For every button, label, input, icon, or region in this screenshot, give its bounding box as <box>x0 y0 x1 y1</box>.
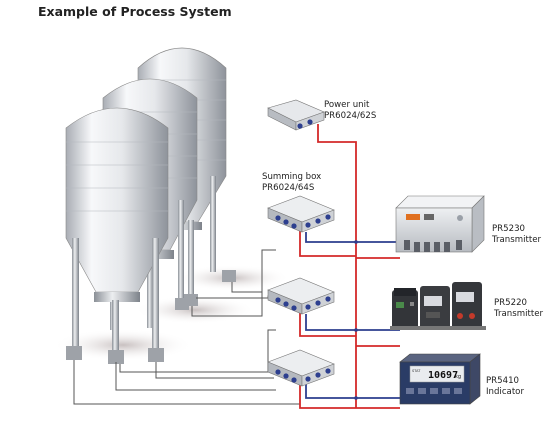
pr5220-model: PR5220 <box>494 298 528 308</box>
pr5220-name: Transmitter <box>494 309 544 319</box>
pr5410-label: PR5410 Indicator <box>486 376 524 398</box>
pr5220-label: PR5220 Transmitter <box>494 298 543 320</box>
pr5230-name: Transmitter <box>492 235 542 245</box>
diagram-title: Example of Process System <box>38 4 232 19</box>
signal-lines <box>305 232 400 399</box>
pr5410-name: Indicator <box>486 387 524 397</box>
summing-box-name: Summing box <box>262 172 322 182</box>
din-rail-module-icon <box>390 282 486 330</box>
pr5230-label: PR5230 Transmitter <box>492 224 541 246</box>
power-unit-device <box>267 99 325 131</box>
summing-box-label: Summing box PR6024/64S <box>262 172 321 194</box>
indicator-display-unit: kg <box>455 374 461 380</box>
junction-box-icon <box>267 195 335 233</box>
indicator-display-status: STAT <box>412 369 421 373</box>
transmitter-icon <box>395 195 485 253</box>
power-unit-label: Power unit PR6024/62S <box>324 100 376 122</box>
panel-indicator-icon: 10697 kg STAT <box>399 353 481 405</box>
power-unit-model: PR6024/62S <box>324 111 377 121</box>
tank-silo-icon <box>65 107 169 364</box>
junction-box-icon <box>267 349 335 387</box>
power-unit-name: Power unit <box>324 100 370 110</box>
summing-box-model: PR6024/64S <box>262 183 315 193</box>
pr5230-model: PR5230 <box>492 224 526 234</box>
pr5410-model: PR5410 <box>486 376 520 386</box>
junction-box-icon <box>267 277 335 315</box>
indicator-display-value: 10697 <box>428 370 458 381</box>
